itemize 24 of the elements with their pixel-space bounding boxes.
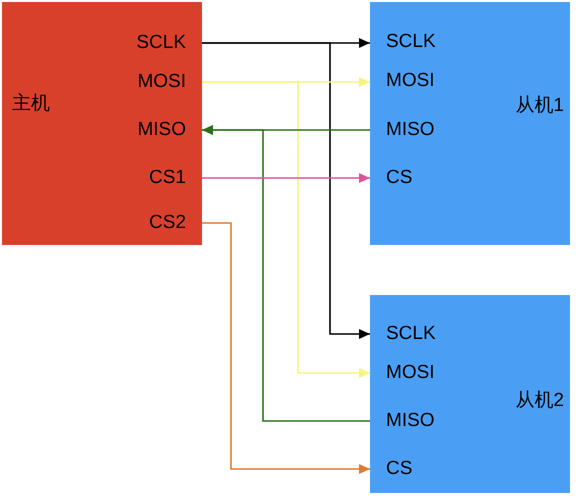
signal-arrow	[202, 222, 370, 474]
pin-label: MISO	[370, 408, 470, 434]
pin-label: MOSI	[370, 360, 470, 386]
device-label: 主机	[12, 92, 50, 116]
pin-label: CS2	[102, 210, 202, 236]
device-box	[370, 2, 570, 245]
device-label: 从机2	[515, 389, 564, 413]
device-box	[370, 295, 570, 493]
signal-arrow	[202, 125, 370, 422]
pin-label: MISO	[102, 117, 202, 143]
pin-label: MOSI	[370, 68, 470, 94]
device-label: 从机1	[515, 94, 564, 118]
device-box	[2, 2, 202, 245]
signal-arrow	[202, 81, 370, 378]
pin-label: MISO	[370, 117, 470, 143]
pin-label: CS1	[102, 165, 202, 191]
pin-label: CS	[370, 456, 470, 482]
signal-arrow	[202, 42, 370, 339]
pin-label: SCLK	[102, 30, 202, 56]
pin-label: MOSI	[102, 69, 202, 95]
pin-label: CS	[370, 165, 470, 191]
signal-arrow	[202, 173, 370, 183]
pin-label: SCLK	[370, 29, 470, 55]
pin-label: SCLK	[370, 321, 470, 347]
